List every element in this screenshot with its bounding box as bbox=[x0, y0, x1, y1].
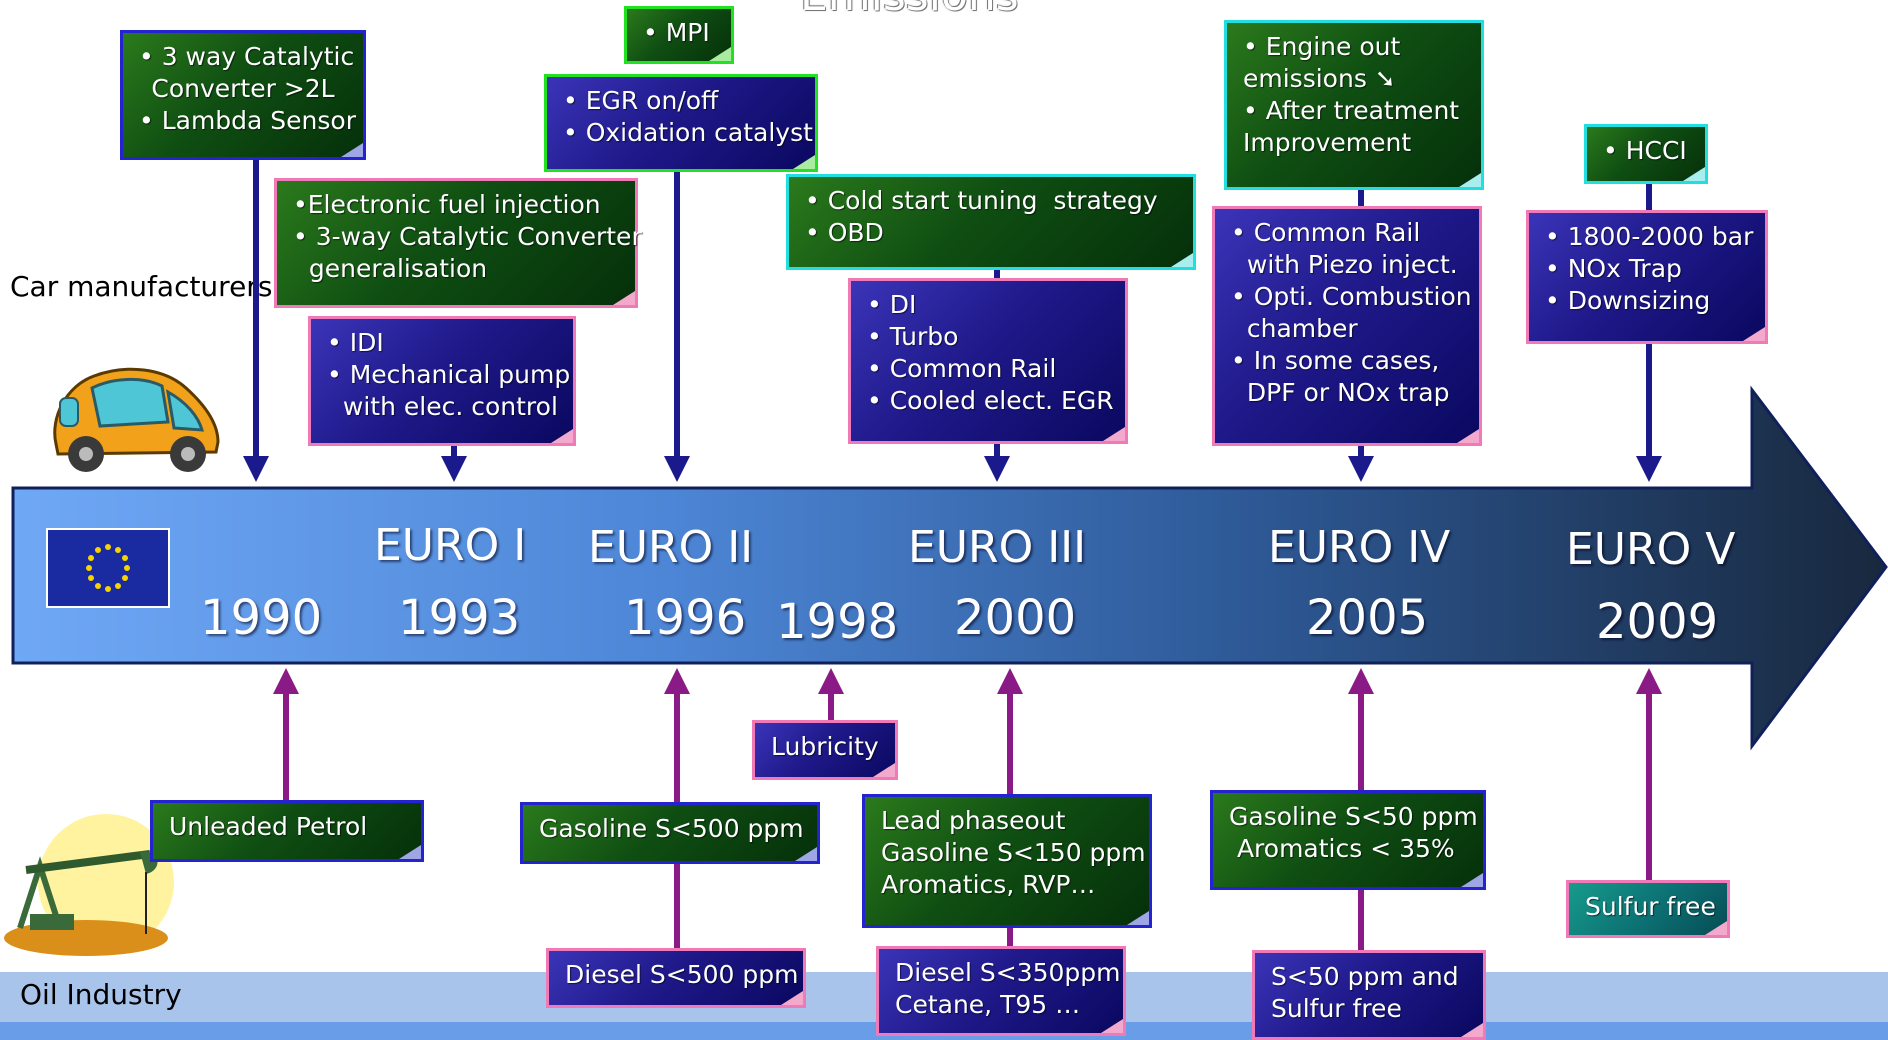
car-manufacturers-label: Car manufacturers bbox=[10, 270, 273, 303]
car-measures-2000-top: • Cold start tuning strategy • OBD bbox=[786, 174, 1196, 270]
arrow-up-icon bbox=[1348, 668, 1374, 694]
arrow-down-icon bbox=[1348, 456, 1374, 482]
car-icon bbox=[53, 367, 220, 472]
timeline-arrow bbox=[11, 385, 1888, 751]
oil-measures-1996-gasoline: Gasoline S<500 ppm bbox=[520, 802, 820, 864]
car-link-2000 bbox=[994, 270, 1000, 280]
oil-link-1990 bbox=[283, 692, 289, 802]
car-link-2005-lower bbox=[1358, 444, 1364, 458]
arrow-up-icon bbox=[818, 668, 844, 694]
car-measures-2009-low: • 1800-2000 bar • NOx Trap • Downsizing bbox=[1526, 210, 1768, 344]
oil-industry-label: Oil Industry bbox=[20, 978, 182, 1011]
year-1998: 1998 bbox=[776, 594, 899, 650]
car-link-1990 bbox=[253, 158, 259, 458]
car-link-2009 bbox=[1646, 182, 1652, 210]
arrow-down-icon bbox=[984, 456, 1010, 482]
oil-measures-1990: Unleaded Petrol bbox=[150, 800, 424, 862]
oil-measures-2000-gasoline: Lead phaseout Gasoline S<150 ppm Aromati… bbox=[862, 794, 1152, 928]
oil-measures-2005-gasoline: Gasoline S<50 ppm Aromatics < 35% bbox=[1210, 790, 1486, 890]
eu-flag-icon bbox=[46, 528, 170, 608]
car-measures-2005-low: • Common Rail with Piezo inject. • Opti.… bbox=[1212, 206, 1482, 446]
year-1993: 1993 bbox=[398, 590, 521, 646]
arrow-down-icon bbox=[1636, 456, 1662, 482]
year-2009: 2009 bbox=[1596, 594, 1719, 650]
oil-link-1998 bbox=[828, 692, 834, 722]
arrow-up-icon bbox=[664, 668, 690, 694]
arrow-up-icon bbox=[273, 668, 299, 694]
car-link-2000-lower bbox=[994, 442, 1000, 458]
oil-measures-2009: Sulfur free bbox=[1566, 880, 1730, 938]
oil-link-2009 bbox=[1646, 692, 1652, 882]
euro-label-2: EURO II bbox=[588, 522, 754, 573]
euro-label-1: EURO I bbox=[374, 520, 527, 571]
euro-label-3: EURO III bbox=[908, 522, 1087, 573]
euro-label-5: EURO V bbox=[1566, 524, 1736, 575]
euro-label-4: EURO IV bbox=[1268, 522, 1451, 573]
oil-measures-2000-diesel: Diesel S<350ppm Cetane, T95 … bbox=[876, 946, 1126, 1036]
page-title-fragment: Emissions bbox=[800, 0, 1019, 21]
car-measures-1996-mpi: • MPI bbox=[624, 6, 734, 64]
oil-measures-2005-diesel: S<50 ppm and Sulfur free bbox=[1252, 950, 1486, 1040]
car-link-2009-lower bbox=[1646, 340, 1652, 458]
oil-measures-1998: Lubricity bbox=[752, 720, 898, 780]
car-link-1993 bbox=[451, 440, 457, 458]
year-1996: 1996 bbox=[624, 590, 747, 646]
arrow-up-icon bbox=[1636, 668, 1662, 694]
arrow-down-icon bbox=[664, 456, 690, 482]
car-measures-2005-top: • Engine out emissions ➘ • After treatme… bbox=[1224, 20, 1484, 190]
car-measures-2000-low: • DI • Turbo • Common Rail • Cooled elec… bbox=[848, 278, 1128, 444]
arrow-up-icon bbox=[997, 668, 1023, 694]
oil-pump-icon bbox=[4, 814, 174, 956]
car-measures-1990: • 3 way Catalytic Converter >2L • Lambda… bbox=[120, 30, 366, 160]
car-link-2005 bbox=[1358, 188, 1364, 208]
year-1990: 1990 bbox=[200, 590, 323, 646]
year-2005: 2005 bbox=[1306, 590, 1429, 646]
car-measures-1996: • EGR on/off • Oxidation catalyst bbox=[544, 74, 818, 172]
oil-measures-1996-diesel: Diesel S<500 ppm bbox=[546, 948, 806, 1008]
car-link-1996 bbox=[674, 170, 680, 458]
arrow-down-icon bbox=[243, 456, 269, 482]
car-measures-1993-low: • IDI • Mechanical pump with elec. contr… bbox=[308, 316, 576, 446]
arrow-down-icon bbox=[441, 456, 467, 482]
year-2000: 2000 bbox=[954, 590, 1077, 646]
car-measures-1993-top: •Electronic fuel injection • 3-way Catal… bbox=[274, 178, 642, 308]
car-measures-2009-top: • HCCI bbox=[1584, 124, 1708, 184]
